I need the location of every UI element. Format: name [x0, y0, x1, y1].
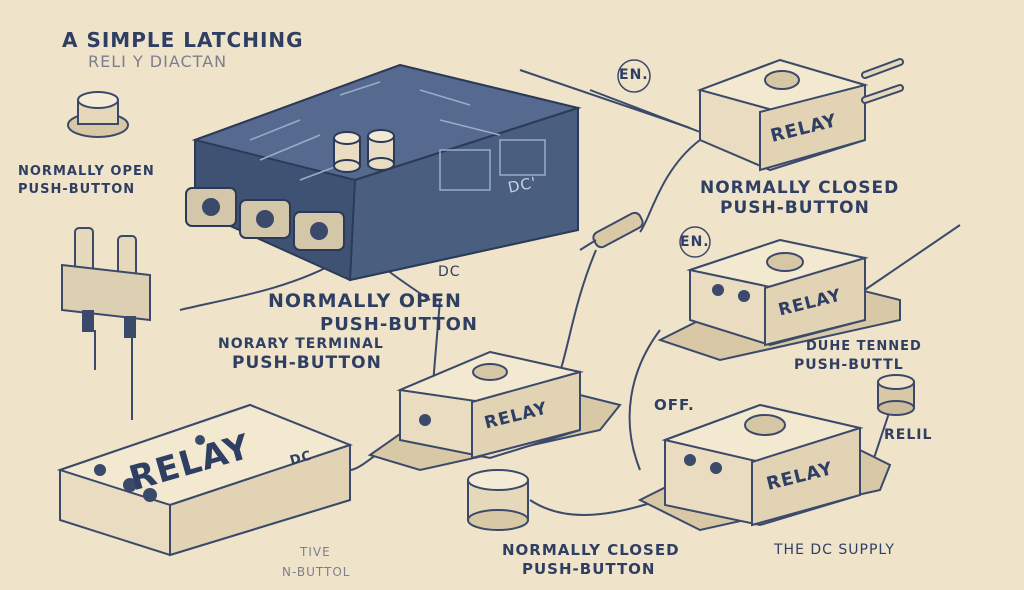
push-button-icon: [877, 374, 915, 416]
wire: [179, 259, 341, 311]
diagram-title: A SIMPLE LATCHING: [62, 28, 304, 52]
bottom-left-label-1: TIVE: [300, 545, 331, 559]
off-label: OFF.: [654, 396, 695, 414]
knob-icon: [333, 131, 361, 173]
dc-supply-label: THE DC SUPPLY: [774, 542, 895, 558]
bottom-center-label-1: NORMALLY CLOSED: [502, 541, 680, 559]
relay-top-right: [696, 58, 904, 172]
center-label-4: PUSH-BUTTON: [232, 353, 382, 373]
push-button-icon: [467, 469, 529, 531]
center-label-1: NORMALLY OPEN: [268, 290, 462, 312]
center-label-2: PUSH-BUTTON: [320, 314, 478, 335]
relay-bottom-left: [56, 403, 353, 557]
relay-mid-right: [657, 238, 901, 362]
top-right-label-2: PUSH-BUTTON: [720, 198, 870, 218]
en-label-mid: EN.: [680, 234, 710, 250]
en-label-top: EN.: [619, 67, 649, 83]
left-pb-label-1: NORMALLY OPEN: [18, 164, 155, 179]
relay-center: [367, 350, 622, 472]
tag-circle: [617, 59, 651, 93]
wire: [639, 139, 701, 233]
knob-icon: [367, 129, 395, 171]
bottom-left-label-2: N-BUTTOL: [282, 565, 351, 579]
left-pb-label-2: PUSH-BUTTON: [18, 182, 136, 197]
terminal-block: [185, 187, 345, 251]
center-label-3: NORARY TERMINAL: [218, 336, 384, 352]
relay-bottom-right: [637, 403, 892, 532]
diagram-subtitle: RELI Y DIACTAN: [88, 52, 228, 71]
wire: [849, 224, 961, 301]
right-mid-label-2: PUSH-BUTTL: [794, 357, 904, 373]
relil-label: RELIL: [884, 427, 933, 443]
wire: [559, 249, 597, 373]
resistor-icon: [579, 211, 644, 251]
wire: [628, 329, 661, 471]
right-mid-label-1: DUHE TENNED: [806, 339, 922, 354]
power-plug-icon: [61, 227, 151, 338]
push-button-icon: [67, 91, 129, 138]
top-right-label-1: NORMALLY CLOSED: [700, 178, 900, 198]
dc-label: DC: [438, 264, 461, 280]
wire: [589, 89, 701, 133]
wire: [529, 499, 661, 516]
bottom-center-label-2: PUSH-BUTTON: [522, 560, 656, 578]
main-control-box: [185, 63, 582, 282]
tag-circle: [679, 226, 711, 258]
